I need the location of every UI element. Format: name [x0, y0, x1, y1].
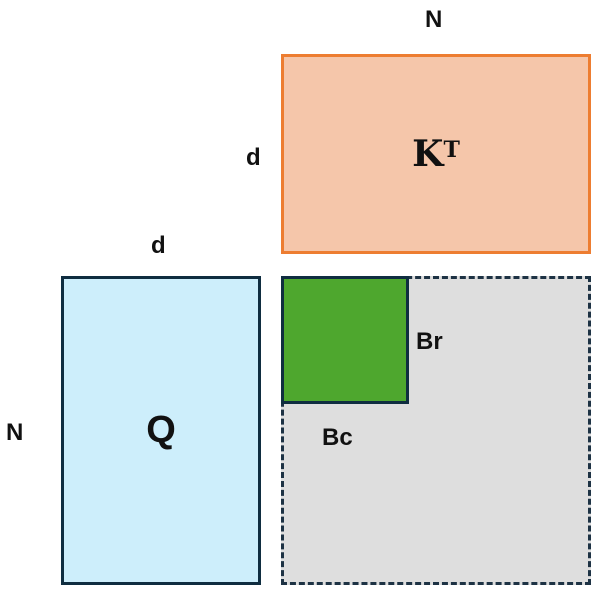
k-transpose-matrix	[281, 54, 591, 254]
q-matrix	[61, 276, 261, 585]
kt-width-label: N	[425, 6, 443, 33]
tile-block	[281, 276, 409, 404]
k-letter: K	[412, 133, 444, 175]
q-label: Q	[146, 409, 176, 451]
block-col-label: Bc	[322, 424, 353, 451]
block-row-label: Br	[416, 328, 443, 355]
k-superscript: T	[443, 137, 460, 163]
kt-height-label: d	[246, 144, 261, 171]
q-width-label: d	[151, 232, 166, 259]
q-height-label: N	[6, 419, 24, 446]
